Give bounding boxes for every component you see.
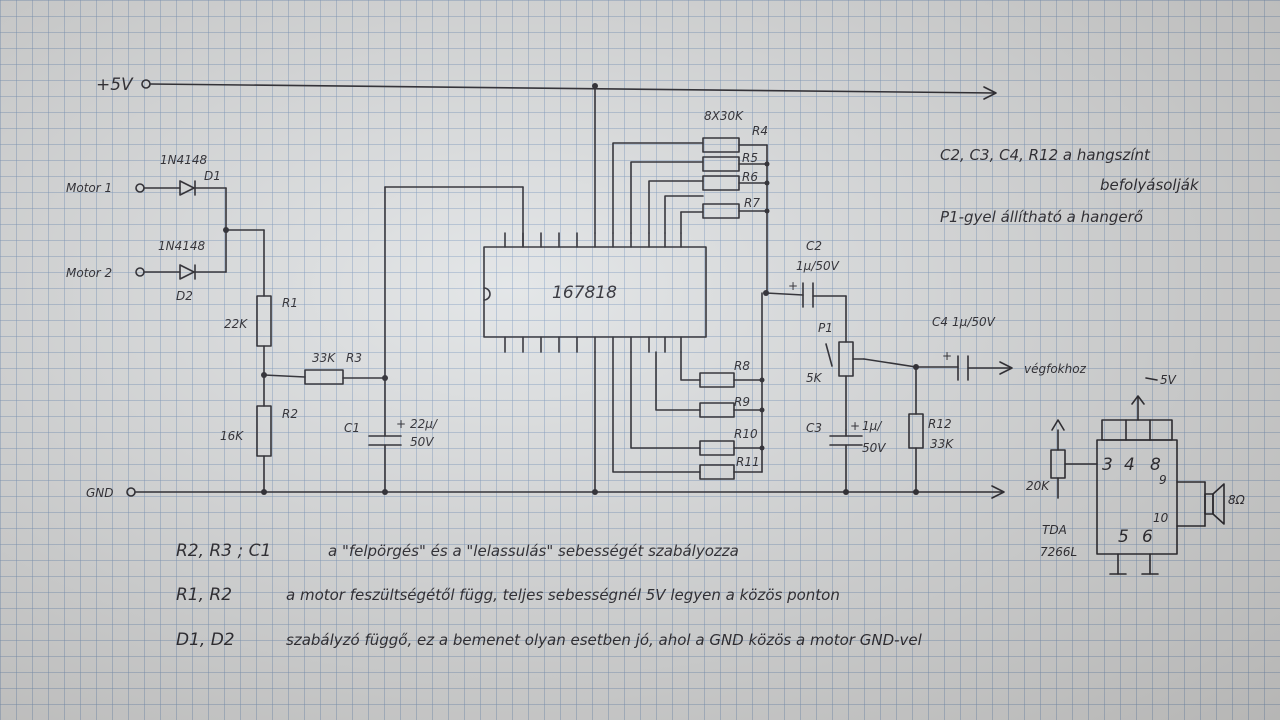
c4-label: C4 bbox=[932, 315, 948, 329]
r4-label: R4 bbox=[752, 124, 768, 138]
r3-label: R3 bbox=[346, 351, 362, 365]
output-label: végfokhoz bbox=[1024, 362, 1087, 376]
amp-pin8: 8 bbox=[1150, 455, 1161, 475]
motor2-label: Motor 2 bbox=[66, 266, 112, 280]
r1-value: 22K bbox=[224, 317, 248, 331]
tone-network: + C2 1µ/50V P1 5K C3 + 1µ/ 50V R12 33K +… bbox=[765, 239, 1087, 495]
amp-pin9: 9 bbox=[1159, 473, 1167, 487]
motor1-label: Motor 1 bbox=[66, 181, 112, 195]
note-bottom-2-parts: R1, R2 bbox=[176, 585, 232, 605]
d2-type: 1N4148 bbox=[158, 239, 206, 253]
c3-value: 1µ/ bbox=[862, 419, 883, 433]
amp-pin4: 4 bbox=[1124, 455, 1135, 475]
ic-name: 167818 bbox=[552, 283, 617, 303]
c2-value: 1µ/50V bbox=[796, 259, 840, 273]
c3-voltage: 50V bbox=[862, 441, 886, 455]
r12-label: R12 bbox=[928, 417, 952, 431]
amp-pin5: 5 bbox=[1118, 527, 1129, 547]
amp-pin3: 3 bbox=[1102, 455, 1113, 475]
bottom-resistor-ladder: R8 R9 R10 R11 bbox=[612, 290, 769, 480]
note-bottom-3-text: szabályzó függő, ez a bemenet olyan eset… bbox=[286, 631, 923, 649]
note-right-2: befolyásolják bbox=[1100, 176, 1200, 194]
speaker-label: 8Ω bbox=[1228, 493, 1246, 507]
note-bottom-3-parts: D1, D2 bbox=[176, 630, 235, 650]
notes-right: C2, C3, C4, R12 a hangszínt befolyásoljá… bbox=[940, 146, 1200, 226]
r5-label: R5 bbox=[742, 151, 758, 165]
r8-label: R8 bbox=[734, 359, 750, 373]
vol-pot-value: 20K bbox=[1026, 479, 1050, 493]
amplifier: 5V 3 4 8 9 10 5 6 8Ω TDA 7266L 20K bbox=[1026, 373, 1246, 575]
c1-value: 22µ/ bbox=[410, 417, 439, 431]
r7-label: R7 bbox=[744, 196, 760, 210]
r6-label: R6 bbox=[742, 170, 758, 184]
r3-c1: 33K R3 C1 + 22µ/ 50V bbox=[263, 186, 524, 495]
r9-label: R9 bbox=[734, 395, 750, 409]
notes-bottom: R2, R3 ; C1 a "felpörgés" és a "lelassul… bbox=[176, 541, 923, 650]
d2-label: D2 bbox=[176, 289, 193, 303]
c1-voltage: 50V bbox=[410, 435, 434, 449]
r12-value: 33K bbox=[930, 437, 954, 451]
amp-supply: 5V bbox=[1160, 373, 1177, 387]
r2-value: 16K bbox=[220, 429, 244, 443]
c4-value: 1µ/50V bbox=[952, 315, 996, 329]
ic-167818: 167818 bbox=[483, 83, 707, 495]
vcc-label: +5V bbox=[96, 75, 134, 95]
d1-type: 1N4148 bbox=[160, 153, 208, 167]
r2-label: R2 bbox=[282, 407, 298, 421]
r1-label: R1 bbox=[282, 296, 298, 310]
c3-plus: + bbox=[850, 419, 860, 433]
r4-value: 8X30K bbox=[704, 109, 744, 123]
p1-label: P1 bbox=[818, 321, 833, 335]
d1-label: D1 bbox=[204, 169, 221, 183]
c2-label: C2 bbox=[806, 239, 822, 253]
note-bottom-1-parts: R2, R3 ; C1 bbox=[176, 541, 271, 561]
p1-value: 5K bbox=[806, 371, 823, 385]
r11-label: R11 bbox=[736, 455, 760, 469]
amp-name-2: 7266L bbox=[1040, 545, 1077, 559]
divider: R1 22K R2 16K bbox=[220, 295, 298, 495]
c3-label: C3 bbox=[806, 421, 822, 435]
vcc-rail: +5V bbox=[96, 75, 997, 100]
gnd-label: GND bbox=[86, 486, 114, 500]
amp-pin10: 10 bbox=[1153, 511, 1169, 525]
r3-value: 33K bbox=[312, 351, 336, 365]
c1-label: C1 bbox=[344, 421, 360, 435]
top-resistor-ladder: 8X30K R4 R5 R6 R7 bbox=[612, 109, 770, 294]
c2-plus: + bbox=[788, 279, 798, 293]
gnd-rail: GND bbox=[86, 485, 1005, 500]
c1-plus: + bbox=[396, 417, 406, 431]
note-right-3: P1-gyel állítható a hangerő bbox=[940, 208, 1144, 226]
note-bottom-1-text: a "felpörgés" és a "lelassulás" sebesség… bbox=[328, 542, 739, 560]
r10-label: R10 bbox=[734, 427, 758, 441]
motor-inputs: Motor 1 1N4148 D1 Motor 2 1N4148 D2 bbox=[66, 153, 265, 303]
c4-plus: + bbox=[942, 349, 952, 363]
amp-name-1: TDA bbox=[1042, 523, 1067, 537]
note-right-1: C2, C3, C4, R12 a hangszínt bbox=[940, 146, 1151, 164]
amp-pin6: 6 bbox=[1142, 527, 1153, 547]
note-bottom-2-text: a motor feszültségétől függ, teljes sebe… bbox=[286, 586, 840, 604]
